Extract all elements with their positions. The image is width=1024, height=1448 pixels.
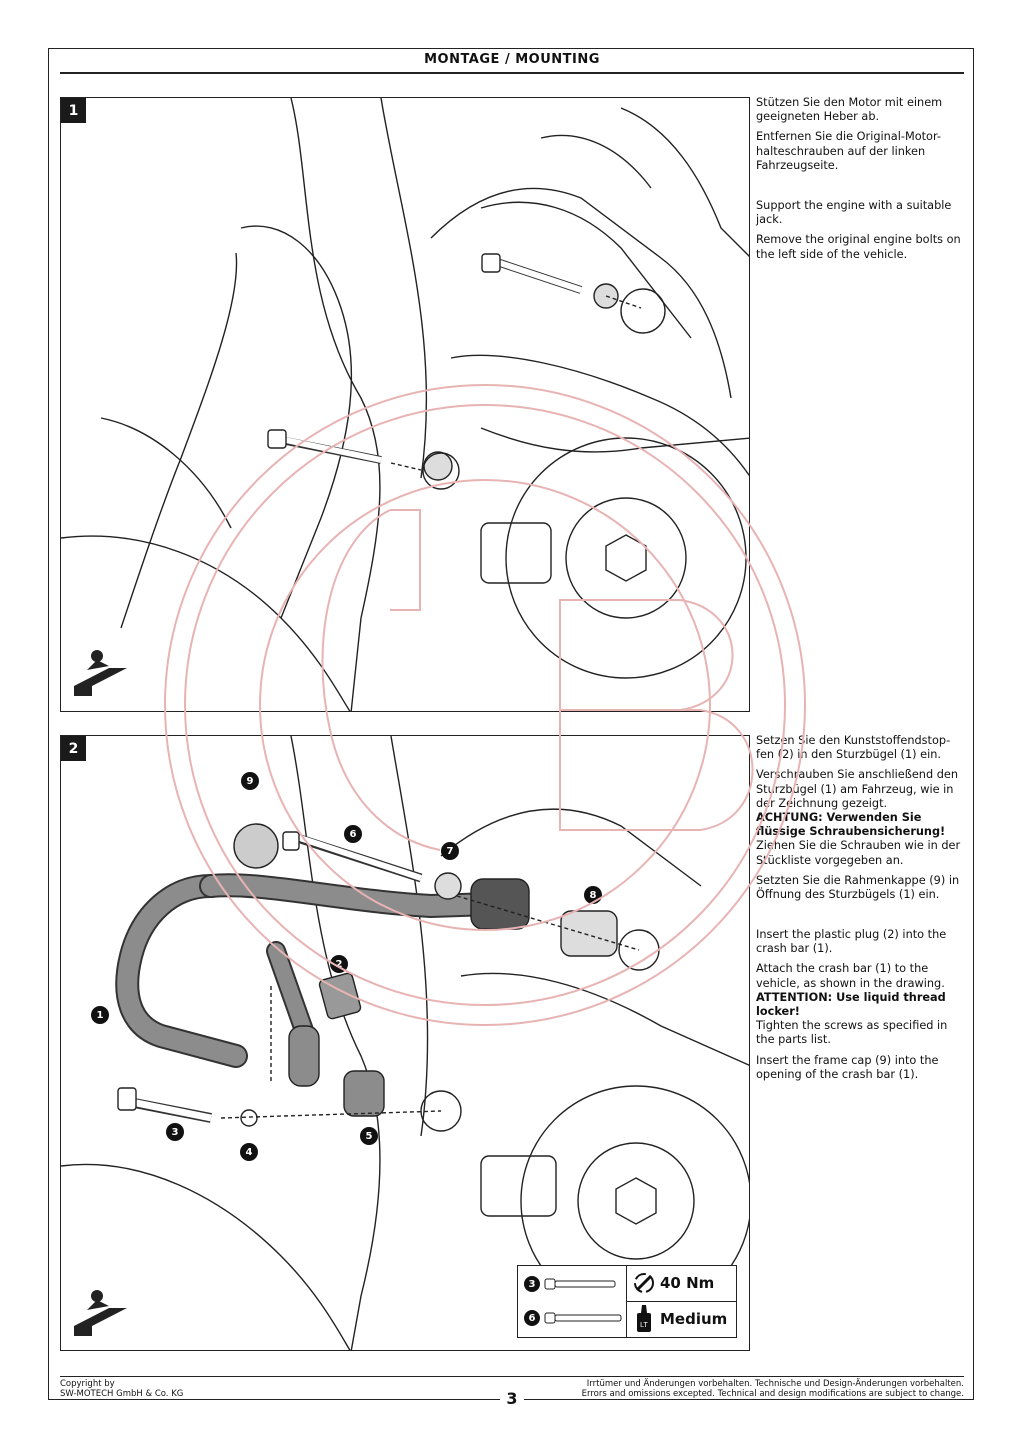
- step-1-text-en: Support the engine with a suitable jack.…: [756, 199, 966, 268]
- step-1-de-para-1: Stützen Sie den Motor mit einem geeignet…: [756, 96, 943, 124]
- header-divider: [60, 72, 964, 74]
- disclaimer: Irrtümer und Änderungen vorbehalten. Tec…: [582, 1379, 964, 1399]
- step-2-de-para-1: Setzen Sie den Kunststoffendstop-fen (2)…: [756, 734, 951, 762]
- page-number-text: 3: [500, 1389, 524, 1408]
- page-number: 3: [0, 1389, 1024, 1408]
- bolt-short-icon: [544, 1278, 616, 1290]
- svg-text:LT: LT: [640, 1322, 648, 1329]
- torque-value: 40 Nm: [660, 1274, 715, 1292]
- step-2-de-warning: ACHTUNG: Verwenden Sie flüssige Schraube…: [756, 811, 946, 839]
- spec-values: 40 Nm LT Medium: [626, 1266, 736, 1337]
- step-2-de-para-4: Setzten Sie die Rahmenkappe (9) in Öffnu…: [756, 873, 960, 902]
- callout-8: 8: [584, 886, 602, 904]
- copyright-line-1: Copyright by: [60, 1379, 115, 1389]
- step-1-en-para-2: Remove the original engine bolts on the …: [756, 233, 961, 261]
- step-2-en-para-2: Attach the crash bar (1) to the vehicle,…: [756, 962, 945, 990]
- step-2-illustration: 2 1 2 3 4 5 6 7 8 9: [60, 735, 750, 1351]
- step-1-illustration: 1: [60, 97, 750, 712]
- copyright: Copyright by SW-MOTECH GmbH & Co. KG: [60, 1379, 183, 1399]
- step-1-text: Stützen Sie den Motor mit einem geeignet…: [756, 96, 966, 179]
- callout-2: 2: [330, 955, 348, 973]
- callout-1: 1: [91, 1006, 109, 1024]
- copyright-line-2: SW-MOTECH GmbH & Co. KG: [60, 1389, 184, 1399]
- disclaimer-de: Irrtümer und Änderungen vorbehalten. Tec…: [586, 1379, 964, 1389]
- step-2-en-para-4: Insert the frame cap (9) into the openin…: [756, 1053, 939, 1081]
- step-1-en-para-1: Support the engine with a suitable jack.: [756, 199, 952, 227]
- callout-7: 7: [441, 842, 459, 860]
- threadlocker-bottle-icon: LT: [637, 1305, 651, 1332]
- step-2-en-para-3: Tighten the screws as specified in the p…: [756, 1019, 948, 1047]
- spec-part-b: 6: [524, 1310, 540, 1326]
- callout-4: 4: [240, 1143, 258, 1161]
- motorcycle-jack-icon: [74, 650, 127, 696]
- step-2-text-en: Insert the plastic plug (2) into the cra…: [756, 928, 966, 1088]
- callout-9: 9: [241, 772, 259, 790]
- step-1-de-para-2: Entfernen Sie die Original-Motor-haltesc…: [756, 130, 941, 172]
- step-2-de-para-3: Ziehen Sie die Schrauben wie in der Stüc…: [756, 839, 961, 867]
- torque-spec-table: 3 6 40 Nm LT Medium: [517, 1265, 737, 1338]
- threadlocker-value: Medium: [660, 1310, 728, 1328]
- torque-row: 40 Nm: [626, 1266, 736, 1302]
- callout-5: 5: [360, 1127, 378, 1145]
- step-2-text-de: Setzen Sie den Kunststoffendstop-fen (2)…: [756, 734, 966, 908]
- engine-drawing-step-1: [61, 98, 749, 711]
- motorcycle-jack-icon: [74, 1290, 127, 1336]
- step-2-de-para-2: Verschrauben Sie anschließend den Sturzb…: [756, 768, 958, 810]
- step-2-en-para-1: Insert the plastic plug (2) into the cra…: [756, 928, 947, 956]
- footer-divider: [60, 1376, 964, 1377]
- callout-6: 6: [344, 825, 362, 843]
- spec-bolts: 3 6: [518, 1266, 627, 1337]
- threadlocker-row: LT Medium: [626, 1302, 736, 1337]
- bolt-long-icon: [544, 1312, 622, 1324]
- disclaimer-en: Errors and omissions excepted. Technical…: [581, 1389, 964, 1399]
- callout-3: 3: [166, 1123, 184, 1141]
- torque-wrench-icon: [634, 1273, 654, 1293]
- step-1-badge: 1: [61, 98, 86, 123]
- step-2-badge: 2: [61, 736, 86, 761]
- spec-part-a: 3: [524, 1276, 540, 1292]
- step-2-en-warning: ATTENTION: Use liquid thread locker!: [756, 990, 946, 1019]
- page-title: MONTAGE / MOUNTING: [424, 52, 600, 67]
- crash-bar-drawing-step-2: [61, 736, 749, 1350]
